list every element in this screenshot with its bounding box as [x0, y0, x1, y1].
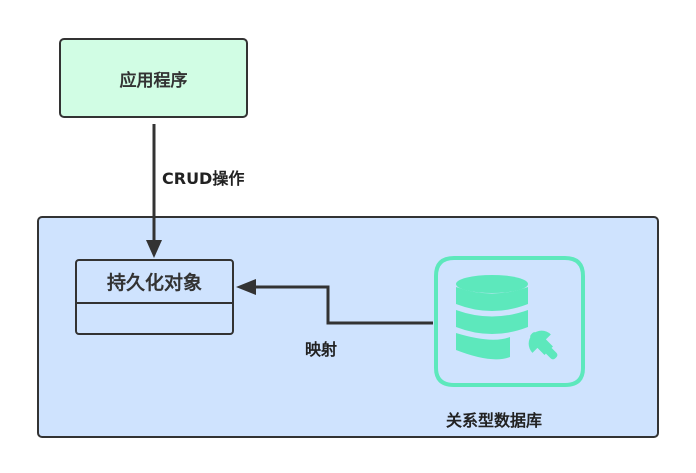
database-label: 关系型数据库 [446, 411, 543, 430]
mapping-edge-label: 映射 [305, 340, 338, 359]
persistent-object-node: 持久化对象 [75, 259, 234, 335]
mapping-arrow [236, 279, 433, 325]
database-wrench-icon [434, 256, 585, 387]
application-label: 应用程序 [119, 70, 188, 91]
application-node: 应用程序 [59, 38, 248, 118]
persistent-object-label: 持久化对象 [77, 261, 232, 304]
crud-arrow [146, 124, 162, 258]
crud-edge-label: CRUD操作 [162, 169, 245, 188]
